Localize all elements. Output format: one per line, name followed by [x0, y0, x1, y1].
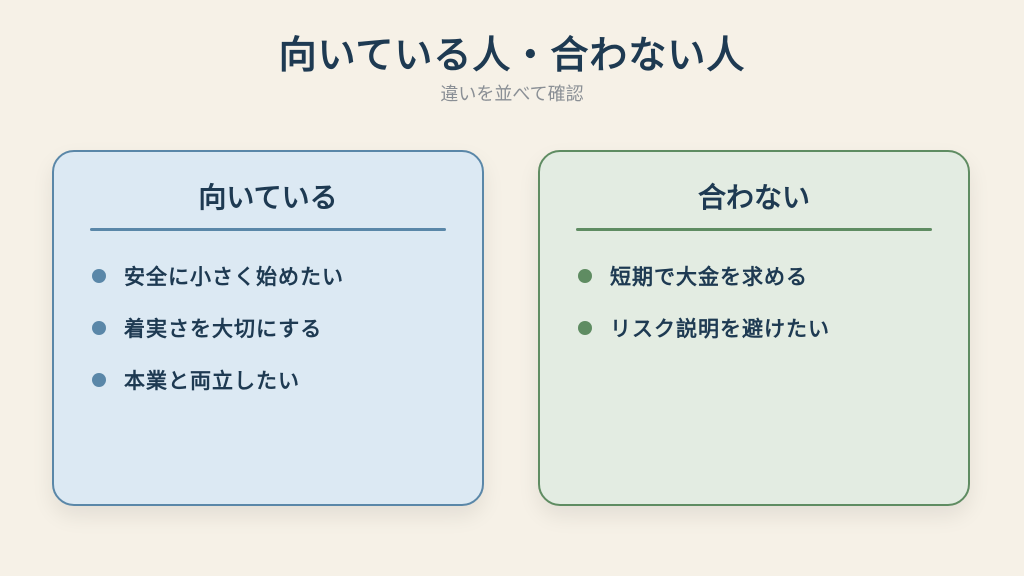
bullet-icon	[92, 269, 106, 283]
list-item: 安全に小さく始めたい	[92, 250, 344, 302]
unsuitable-list: 短期で大金を求める リスク説明を避けたい	[578, 250, 830, 354]
list-item: 着実さを大切にする	[92, 302, 344, 354]
list-item-text: 短期で大金を求める	[610, 265, 808, 289]
suitable-heading: 向いている	[198, 181, 338, 214]
unsuitable-heading: 合わない	[697, 181, 810, 214]
bullet-icon	[92, 321, 106, 335]
list-item-text: 着実さを大切にする	[124, 317, 323, 341]
suitable-card: 向いている 安全に小さく始めたい 着実さを大切にする 本業と両立したい	[52, 150, 484, 506]
suitable-divider	[90, 228, 446, 231]
bullet-icon	[578, 269, 592, 283]
list-item-text: 本業と両立したい	[124, 369, 300, 393]
bullet-icon	[578, 321, 592, 335]
unsuitable-card: 合わない 短期で大金を求める リスク説明を避けたい	[538, 150, 970, 506]
list-item-text: リスク説明を避けたい	[610, 317, 830, 341]
list-item-text: 安全に小さく始めたい	[124, 265, 344, 289]
suitable-list: 安全に小さく始めたい 着実さを大切にする 本業と両立したい	[92, 250, 344, 406]
page-title: 向いている人・合わない人	[278, 33, 746, 77]
list-item: リスク説明を避けたい	[578, 302, 830, 354]
page-subtitle: 違いを並べて確認	[440, 84, 584, 105]
bullet-icon	[92, 373, 106, 387]
unsuitable-divider	[576, 228, 932, 231]
list-item: 本業と両立したい	[92, 354, 344, 406]
list-item: 短期で大金を求める	[578, 250, 830, 302]
